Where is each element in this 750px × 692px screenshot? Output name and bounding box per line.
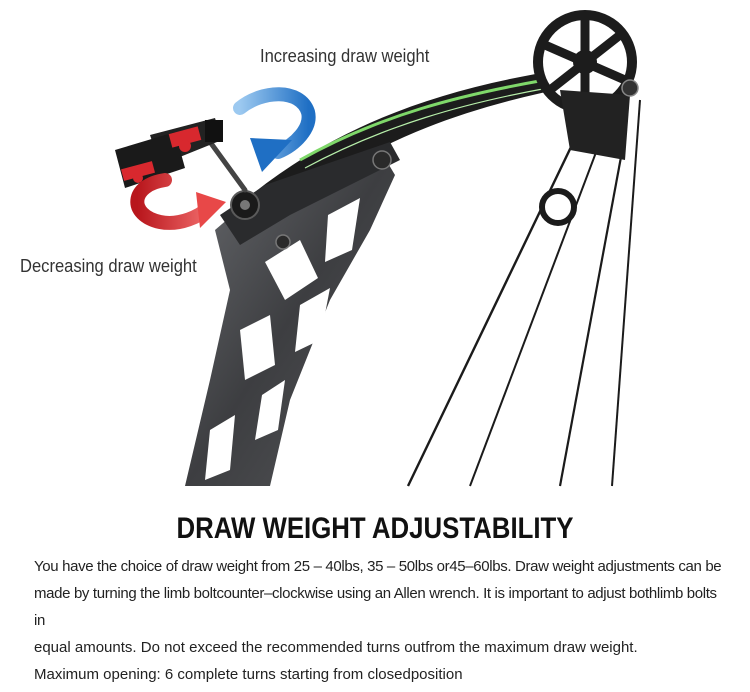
- cam-wheel: [533, 10, 639, 160]
- description-line: You have the choice of draw weight from …: [34, 558, 722, 575]
- counterclockwise-arrow-icon: [130, 173, 226, 230]
- description-line: equal amounts. Do not exceed the recomme…: [34, 639, 638, 656]
- bow-illustration: [115, 10, 641, 487]
- decreasing-draw-weight-label: Decreasing draw weight: [20, 256, 197, 276]
- description-text: You have the choice of draw weight from …: [34, 553, 724, 688]
- increasing-draw-weight-label: Increasing draw weight: [260, 46, 430, 66]
- section-heading: DRAW WEIGHT ADJUSTABILITY: [176, 512, 574, 545]
- description-line: Maximum opening: 6 complete turns starti…: [34, 666, 463, 683]
- bow-strings: [406, 94, 641, 487]
- clockwise-arrow-icon: [233, 87, 316, 172]
- description-line: made by turning the limb boltcounter–clo…: [34, 585, 717, 629]
- bow-riser: [185, 142, 400, 486]
- string-ring: [539, 188, 577, 226]
- allen-wrench-icon: [115, 118, 248, 193]
